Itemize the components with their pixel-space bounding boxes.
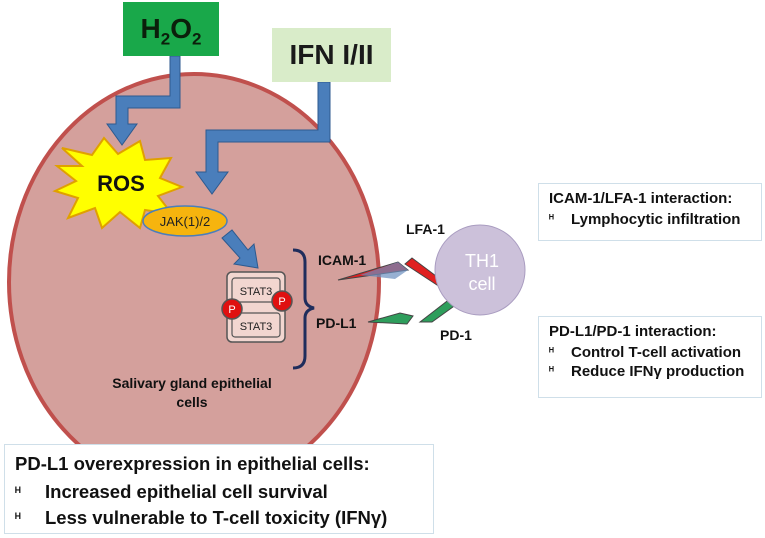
bullet-icon: ᴴ <box>15 510 21 525</box>
overexpression-item: ᴴ Increased epithelial cell survival <box>15 481 423 503</box>
lfa-label: LFA-1 <box>406 221 445 237</box>
bullet-icon: ᴴ <box>549 213 554 225</box>
icam-base <box>360 262 408 279</box>
pdl1-pd1-panel: PD-L1/PD-1 interaction: ᴴ Control T-cell … <box>538 316 762 398</box>
icam-lfa-item-text: Lymphocytic infiltration <box>571 211 741 228</box>
h2o2-mid: O <box>170 13 192 44</box>
bullet-icon: ᴴ <box>15 484 21 499</box>
h2o2-box: H2O2 <box>123 2 219 56</box>
pdl1-pd1-item: ᴴ Control T-cell activation <box>549 344 751 361</box>
overexpression-item-text: Increased epithelial cell survival <box>45 481 328 502</box>
stat3-bottom-label: STAT3 <box>240 321 273 333</box>
cell-caption-line1: Salivary gland epithelial <box>112 375 272 391</box>
bullet-icon: ᴴ <box>549 365 554 377</box>
jak-label: JAK(1)/2 <box>160 214 211 229</box>
icam-lfa-panel: ICAM-1/LFA-1 interaction: ᴴ Lymphocytic i… <box>538 183 762 241</box>
ifn-box: IFN I/II <box>272 28 391 82</box>
stat3-bottom <box>231 312 281 338</box>
overexpression-item-text: Less vulnerable to T-cell toxicity (IFNγ… <box>45 507 388 528</box>
h2o2-sub1: 2 <box>160 29 171 49</box>
pd1-label: PD-1 <box>440 327 472 343</box>
th1-line1: TH1 <box>465 251 499 271</box>
phospho-right-label: P <box>278 296 285 308</box>
pdl1-pd1-item-text: Reduce IFNγ production <box>571 363 745 380</box>
pdl1-pd1-item: ᴴ Reduce IFNγ production <box>549 363 751 380</box>
h2o2-to-ros-arrow <box>106 55 181 146</box>
bullet-icon: ᴴ <box>549 346 554 358</box>
th1-line2: cell <box>468 274 495 294</box>
jak-ellipse <box>142 205 228 237</box>
h2o2-sub2: 2 <box>192 29 202 49</box>
curly-bracket <box>292 248 315 370</box>
stat3-top <box>231 277 281 303</box>
pdl1-pd1-item-text: Control T-cell activation <box>571 344 742 361</box>
jak-to-stat-arrow <box>221 229 259 269</box>
cell-caption-line2: cells <box>176 394 208 410</box>
phospho-left-label: P <box>228 304 235 316</box>
th1-cell <box>434 224 526 316</box>
icam-lfa-item: ᴴ Lymphocytic infiltration <box>549 211 751 228</box>
phospho-right <box>271 290 293 312</box>
overexpression-title: PD-L1 overexpression in epithelial cells… <box>15 453 370 474</box>
ifn-to-jak-arrow <box>195 81 331 195</box>
icam-lfa-title: ICAM-1/LFA-1 interaction: <box>549 190 733 207</box>
ros-burst <box>52 136 185 230</box>
ros-label: ROS <box>97 171 145 196</box>
phospho-left <box>221 298 243 320</box>
pdl1-pd1-title: PD-L1/PD-1 interaction: <box>549 323 717 340</box>
stat3-top-label: STAT3 <box>240 286 273 298</box>
pdl1-label: PD-L1 <box>316 315 357 331</box>
h2o2-base: H <box>140 13 161 44</box>
pdl1-receptor <box>367 312 414 325</box>
cell-caption: Salivary gland epithelial cells <box>76 374 308 412</box>
icam-label: ICAM-1 <box>318 252 367 268</box>
overexpression-item: ᴴ Less vulnerable to T-cell toxicity (IFN… <box>15 507 423 529</box>
overexpression-panel: PD-L1 overexpression in epithelial cells… <box>4 444 434 534</box>
